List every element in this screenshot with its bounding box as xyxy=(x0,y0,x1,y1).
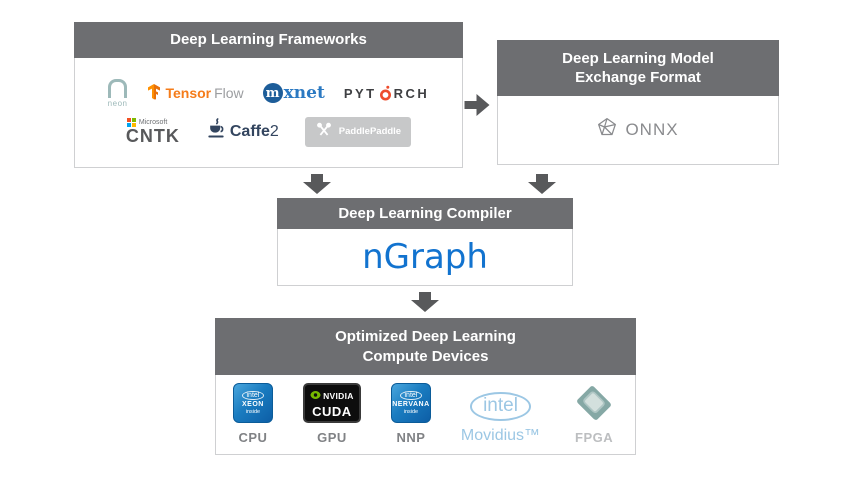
devices-title-line2: Compute Devices xyxy=(362,347,489,365)
devices-body: intel XEON inside CPU xyxy=(216,375,635,453)
exchange-format-body: ONNX xyxy=(498,96,778,163)
arrow-down-icon xyxy=(302,174,332,194)
pytorch-label-right: RCH xyxy=(393,85,430,101)
arrow-down-icon xyxy=(527,174,557,194)
pytorch-logo: PYT RCH xyxy=(344,85,429,101)
cuda-label: CUDA xyxy=(312,403,352,419)
device-cpu: intel XEON inside CPU xyxy=(232,383,273,445)
mxnet-circle-icon: m xyxy=(262,83,283,103)
fpga-chip-icon xyxy=(570,383,618,423)
frameworks-header: Deep Learning Frameworks xyxy=(74,22,463,58)
device-nnp: intel NERVANA inside NNP xyxy=(390,383,431,445)
neon-arch-icon xyxy=(108,78,128,98)
nvidia-brand-label: NVIDIA xyxy=(323,390,354,401)
devices-row: intel XEON inside CPU xyxy=(232,383,618,445)
exchange-format-header: Deep Learning Model Exchange Format xyxy=(497,40,779,96)
mxnet-label: xnet xyxy=(283,83,325,103)
tensorflow-icon xyxy=(146,83,162,104)
tensorflow-label-flow: Flow xyxy=(214,85,244,101)
compiler-header: Deep Learning Compiler xyxy=(277,198,573,229)
intel-movidius-logo: intel xyxy=(470,392,531,421)
paddlepaddle-logo: PaddlePaddle xyxy=(304,116,412,147)
neon-logo: neon xyxy=(107,78,128,108)
cntk-logo: Microsoft CNTK xyxy=(126,118,180,145)
mxnet-logo: m xnet xyxy=(262,83,325,103)
nnp-label: NNP xyxy=(396,430,426,445)
arrow-right-icon xyxy=(464,92,491,118)
onnx-logo: ONNX xyxy=(597,117,678,142)
nervana-label: NERVANA xyxy=(392,401,430,409)
caffe2-label: Caffe xyxy=(229,122,270,140)
paddlepaddle-icon xyxy=(315,122,333,142)
device-movidius: intel Movidius™ xyxy=(461,392,540,445)
microsoft-squares-icon xyxy=(126,118,136,127)
nvidia-eye-icon xyxy=(310,387,321,405)
xeon-label: XEON xyxy=(242,401,264,409)
intel-brand-label: intel xyxy=(399,390,423,401)
onnx-icon xyxy=(597,117,617,142)
exchange-title-line2: Exchange Format xyxy=(575,69,701,86)
compiler-title: Deep Learning Compiler xyxy=(338,204,512,222)
caffe2-label-suffix: 2 xyxy=(269,122,279,140)
movidius-label: Movidius™ xyxy=(460,427,541,444)
arrow-down-icon xyxy=(410,292,440,312)
intel-brand-label: intel xyxy=(241,390,265,401)
caffe2-logo: Caffe2 xyxy=(206,118,279,145)
fpga-label: FPGA xyxy=(575,430,614,445)
gpu-label: GPU xyxy=(317,430,347,445)
pytorch-flame-icon xyxy=(379,85,392,101)
neon-label: neon xyxy=(107,98,128,108)
exchange-format-box: Deep Learning Model Exchange Format ONNX xyxy=(497,40,779,165)
compiler-body: nGraph xyxy=(278,229,572,284)
pytorch-label-left: PYT xyxy=(343,85,377,101)
device-gpu: NVIDIA CUDA GPU xyxy=(302,383,361,445)
intel-xeon-badge-icon: intel XEON inside xyxy=(232,383,273,423)
frameworks-logo-row-2: Microsoft CNTK Caffe2 xyxy=(126,116,412,147)
onnx-label: ONNX xyxy=(625,119,679,139)
intel-nervana-badge-icon: intel NERVANA inside xyxy=(390,383,431,423)
devices-title-line1: Optimized Deep Learning xyxy=(335,328,516,345)
nvidia-cuda-badge-icon: NVIDIA CUDA xyxy=(302,383,361,423)
ngraph-logo: nGraph xyxy=(362,236,488,277)
devices-header: Optimized Deep Learning Compute Devices xyxy=(215,318,636,375)
cntk-label: CNTK xyxy=(125,126,180,146)
tensorflow-label-tensor: Tensor xyxy=(165,85,212,101)
devices-box: Optimized Deep Learning Compute Devices … xyxy=(215,318,636,455)
paddlepaddle-label: PaddlePaddle xyxy=(338,126,402,137)
compiler-box: Deep Learning Compiler nGraph xyxy=(277,198,573,286)
device-fpga: FPGA xyxy=(570,383,618,445)
caffe2-cup-icon xyxy=(206,118,226,145)
inside-label: inside xyxy=(403,409,419,416)
microsoft-logo: Microsoft xyxy=(126,118,168,127)
cpu-label: CPU xyxy=(238,430,268,445)
inside-label: inside xyxy=(245,409,261,416)
frameworks-title: Deep Learning Frameworks xyxy=(170,31,367,49)
exchange-title-line1: Deep Learning Model xyxy=(562,49,714,67)
microsoft-label: Microsoft xyxy=(138,119,168,126)
